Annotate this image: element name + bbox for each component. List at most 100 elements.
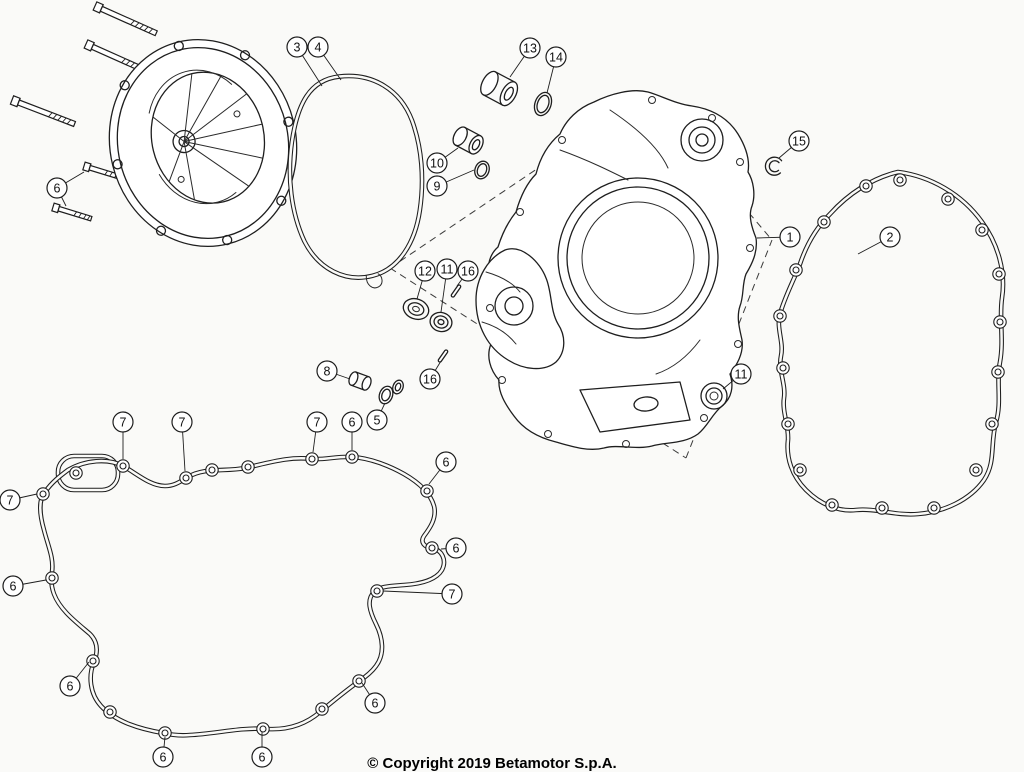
svg-text:6: 6 (160, 750, 167, 764)
callout-6: 6 (46, 177, 68, 199)
inner-cover-gasket (773, 172, 1007, 515)
callout-15: 15 (788, 130, 810, 152)
svg-text:7: 7 (314, 415, 321, 429)
callout-3: 3 (286, 36, 308, 58)
copyright-text: © Copyright 2019 Betamotor S.p.A. (367, 755, 616, 772)
o-ring-small (474, 160, 490, 180)
callout-11: 11 (436, 258, 458, 280)
gasket-hole (859, 179, 873, 193)
svg-text:2: 2 (887, 230, 894, 244)
gasket-hole (103, 705, 117, 719)
callout-16: 16 (457, 260, 479, 282)
svg-text:8: 8 (324, 364, 331, 378)
svg-text:6: 6 (453, 541, 460, 555)
gasket-hole (345, 450, 359, 464)
gasket-hole (370, 584, 384, 598)
callout-2: 2 (879, 226, 901, 248)
gasket-hole (425, 541, 439, 555)
oil-plug-large (480, 70, 519, 107)
gasket-hole (941, 192, 955, 206)
callout-7: 7 (306, 411, 328, 433)
gasket-hole (991, 365, 1005, 379)
gasket-hole (825, 498, 839, 512)
svg-text:6: 6 (443, 455, 450, 469)
svg-text:13: 13 (523, 41, 537, 55)
gasket-hole (985, 417, 999, 431)
oil-seal (402, 297, 430, 321)
callout-6: 6 (152, 746, 174, 768)
gasket-hole (305, 452, 319, 466)
gasket-hole (975, 223, 989, 237)
svg-text:5: 5 (374, 413, 381, 427)
circlip (764, 156, 783, 176)
washer (392, 379, 404, 395)
svg-text:6: 6 (67, 679, 74, 693)
gasket-hole (781, 417, 795, 431)
washer (378, 385, 394, 405)
gasket-hole (241, 460, 255, 474)
gasket-hole (817, 215, 831, 229)
dowel-pin (450, 284, 462, 298)
callout-11: 11 (730, 363, 752, 385)
gasket-hole (969, 463, 983, 477)
clutch-cover-inner (475, 90, 758, 450)
gasket-hole (36, 487, 50, 501)
callout-4: 4 (307, 36, 329, 58)
gasket-hole (993, 315, 1007, 329)
callout-7: 7 (0, 489, 21, 511)
gasket-hole (315, 702, 329, 716)
callout-10: 10 (426, 152, 448, 174)
svg-text:11: 11 (441, 262, 454, 276)
callout-6: 6 (2, 575, 24, 597)
svg-text:7: 7 (179, 415, 186, 429)
callout-6: 6 (251, 746, 273, 768)
callout-6: 6 (445, 537, 467, 559)
callout-6: 6 (435, 451, 457, 473)
oil-plug-small (452, 126, 484, 155)
clutch-cover-outer (108, 38, 298, 248)
svg-text:7: 7 (449, 587, 456, 601)
gasket-hole (793, 463, 807, 477)
bearing (429, 311, 453, 333)
gasket-hole (773, 309, 787, 323)
hex-bolt (51, 202, 94, 224)
gasket-hole (927, 501, 941, 515)
gasket-hole (992, 267, 1006, 281)
callout-16: 16 (419, 368, 441, 390)
callout-6: 6 (59, 675, 81, 697)
callout-6: 6 (364, 692, 386, 714)
callout-6: 6 (341, 411, 363, 433)
gasket-hole (179, 471, 193, 485)
gasket-hole (893, 173, 907, 187)
gasket-hole (45, 571, 59, 585)
gasket-hole (776, 361, 790, 375)
gasket-hole (116, 459, 130, 473)
gasket-hole (420, 484, 434, 498)
gasket-hole (205, 463, 219, 477)
gasket-hole (256, 722, 270, 736)
callout-12: 12 (414, 260, 436, 282)
svg-text:6: 6 (54, 181, 61, 195)
callout-1: 1 (779, 226, 801, 248)
dowel-pin (437, 349, 449, 363)
svg-text:10: 10 (430, 156, 444, 170)
spacer-bushing (348, 371, 372, 391)
svg-text:7: 7 (120, 415, 127, 429)
oil-seal (700, 382, 728, 410)
callout-7: 7 (171, 411, 193, 433)
svg-text:12: 12 (418, 264, 432, 278)
svg-text:6: 6 (10, 579, 17, 593)
svg-text:14: 14 (549, 50, 563, 64)
hex-bolt (92, 1, 159, 38)
callout-7: 7 (441, 583, 463, 605)
svg-text:16: 16 (423, 372, 437, 386)
gasket-hole (875, 501, 889, 515)
hex-bolt (9, 95, 77, 129)
callout-14: 14 (545, 46, 567, 68)
svg-text:7: 7 (7, 493, 14, 507)
cover-gasket (272, 65, 441, 300)
gasket-hole (86, 654, 100, 668)
